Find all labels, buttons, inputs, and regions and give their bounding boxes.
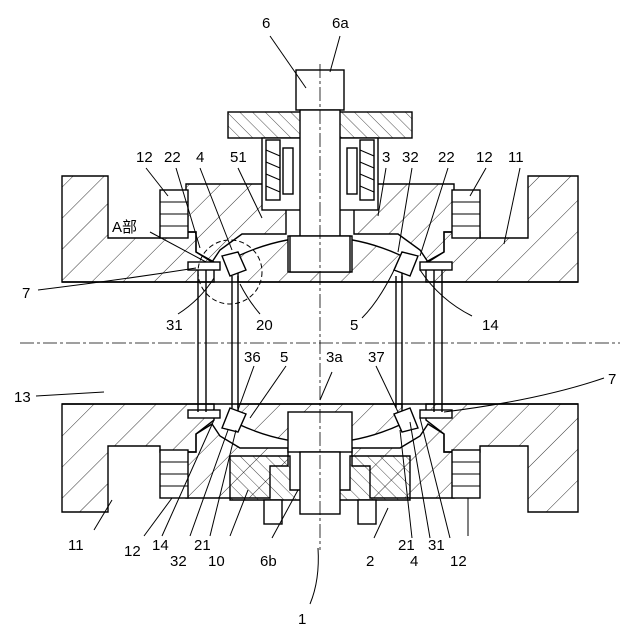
- label-51: 51: [230, 149, 247, 166]
- label-6a: 6a: [332, 15, 349, 32]
- label-22-top-right: 22: [438, 149, 455, 166]
- label-3: 3: [382, 149, 390, 166]
- label-32-top-right: 32: [402, 149, 419, 166]
- label-32-bottom-left: 32: [170, 553, 187, 570]
- label-4-bottom-right: 4: [410, 553, 418, 570]
- label-12-bottom-right: 12: [450, 553, 467, 570]
- label-14-right: 14: [482, 317, 499, 334]
- label-5-center: 5: [350, 317, 358, 334]
- label-11-top-right: 11: [508, 149, 524, 166]
- label-10: 10: [208, 553, 225, 570]
- label-7-right: 7: [608, 371, 616, 388]
- label-3a: 3a: [326, 349, 343, 366]
- label-12-top-right: 12: [476, 149, 493, 166]
- label-2: 2: [366, 553, 374, 570]
- label-20: 20: [256, 317, 273, 334]
- label-11-bottom-left: 11: [68, 537, 84, 554]
- label-5-left: 5: [280, 349, 288, 366]
- label-6b: 6b: [260, 553, 277, 570]
- label-4-top-left: 4: [196, 149, 204, 166]
- label-12-top-left: 12: [136, 149, 153, 166]
- label-1: 1: [298, 611, 306, 628]
- label-22-top-left: 22: [164, 149, 181, 166]
- label-7-left: 7: [22, 285, 30, 302]
- label-21-bottom-left: 21: [194, 537, 211, 554]
- label-31-left: 31: [166, 317, 183, 334]
- label-37: 37: [368, 349, 385, 366]
- label-31-bottom-right: 31: [428, 537, 445, 554]
- label-21-bottom-right: 21: [398, 537, 415, 554]
- label-36: 36: [244, 349, 261, 366]
- label-a-detail: A部: [112, 219, 137, 236]
- label-12-bottom-left: 12: [124, 543, 141, 560]
- label-13: 13: [14, 389, 31, 406]
- label-6: 6: [262, 15, 270, 32]
- label-14-bottom-left: 14: [152, 537, 169, 554]
